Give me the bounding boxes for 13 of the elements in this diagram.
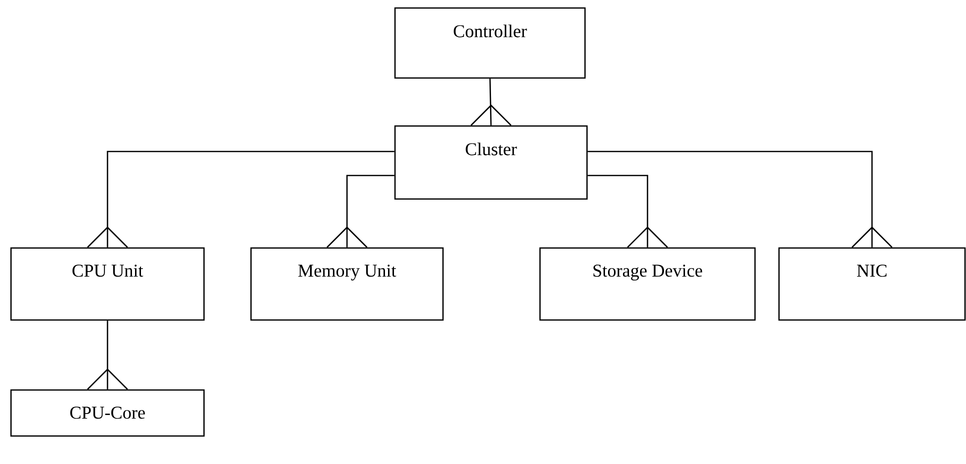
connector: [326, 174, 395, 248]
connector: [86, 150, 395, 248]
entity-box: Controller: [394, 7, 586, 79]
connector: [470, 78, 512, 126]
entity-box: Memory Unit: [250, 247, 444, 321]
connector: [587, 174, 668, 248]
connector: [86, 320, 128, 390]
entity-box: CPU-Core: [10, 389, 205, 437]
entity-box: NIC: [778, 247, 966, 321]
entity-box: Cluster: [394, 125, 588, 200]
entity-box: Storage Device: [539, 247, 756, 321]
connector: [587, 150, 893, 248]
entity-box: CPU Unit: [10, 247, 205, 321]
